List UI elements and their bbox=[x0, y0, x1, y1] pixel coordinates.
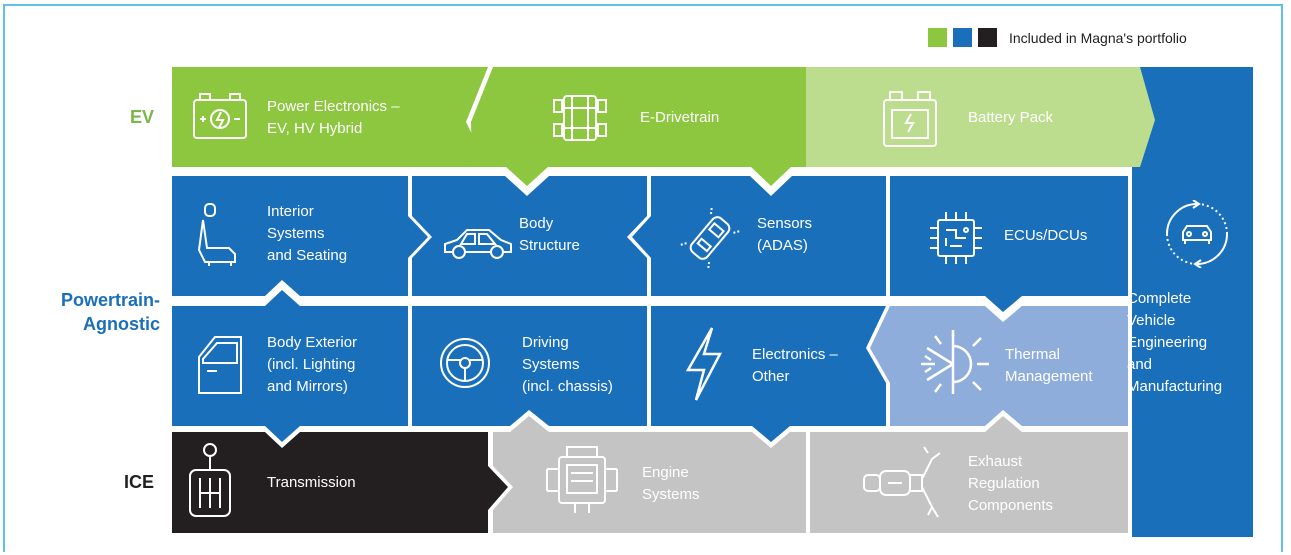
label-line: Systems bbox=[642, 486, 700, 503]
label-battery-pack: Battery Pack bbox=[968, 109, 1054, 126]
tile-electronics-other bbox=[651, 306, 886, 442]
label-line: Manufacturing bbox=[1127, 378, 1223, 395]
label-line: Driving bbox=[522, 334, 569, 351]
arrow-tip bbox=[505, 166, 549, 186]
chassis-icon bbox=[553, 95, 607, 141]
legend-swatch-black bbox=[978, 28, 997, 47]
engine-icon bbox=[546, 446, 618, 513]
row-label-agnostic-line1: Powertrain- bbox=[60, 290, 160, 310]
legend-swatch-blue bbox=[953, 28, 972, 47]
label-ecus: ECUs/DCUs bbox=[1004, 227, 1088, 244]
tile-complete-vehicle bbox=[1132, 67, 1253, 537]
tile-interior bbox=[172, 176, 428, 296]
tile-exhaust bbox=[810, 416, 1128, 533]
label-line: Interior bbox=[267, 203, 314, 220]
label-line: (incl. chassis) bbox=[522, 378, 613, 395]
legend-swatch-green bbox=[928, 28, 947, 47]
exhaust-icon bbox=[863, 446, 941, 518]
label-line: (incl. Lighting bbox=[267, 356, 356, 373]
label-sensors: Sensors (ADAS) bbox=[757, 213, 812, 257]
label-line: Engineering bbox=[1127, 334, 1208, 351]
label-power-electronics: Power Electronics – EV, HV Hybrid bbox=[267, 96, 400, 140]
tile-sensors bbox=[632, 176, 886, 296]
label-line: Engine bbox=[642, 464, 689, 481]
legend-text: Included in Magna's portfolio bbox=[1009, 29, 1187, 46]
label-electronics-other: Electronics – Other bbox=[752, 344, 838, 388]
arrow-tip bbox=[750, 166, 792, 186]
battery-icon bbox=[883, 91, 937, 147]
label-line: Components bbox=[968, 497, 1054, 514]
label-transmission: Transmission bbox=[267, 474, 356, 491]
tile-e-drivetrain bbox=[471, 67, 806, 167]
battery-charge-icon bbox=[193, 93, 247, 139]
label-line: Exhaust bbox=[968, 453, 1023, 470]
row-label-agnostic: Powertrain- Agnostic bbox=[20, 288, 160, 336]
door-icon bbox=[198, 336, 242, 394]
label-body-exterior: Body Exterior (incl. Lighting and Mirrors) bbox=[267, 332, 357, 398]
label-line: Systems bbox=[267, 225, 325, 242]
row-label-ice: ICE bbox=[123, 472, 154, 492]
label-line: Electronics – bbox=[752, 346, 838, 363]
tile-transmission bbox=[172, 432, 508, 533]
label-line: Systems bbox=[522, 356, 580, 373]
tile-thermal bbox=[870, 306, 1128, 426]
legend: Included in Magna's portfolio bbox=[928, 28, 1187, 47]
row-label-agnostic-line2: Agnostic bbox=[82, 314, 160, 334]
label-line: Complete bbox=[1127, 290, 1192, 307]
label-line: Body bbox=[519, 215, 554, 232]
label-line: Sensors bbox=[757, 215, 813, 232]
tile-ecus bbox=[890, 176, 1128, 312]
gear-shift-icon bbox=[189, 443, 231, 517]
label-line: and Seating bbox=[267, 247, 348, 264]
car-cycle-icon bbox=[1166, 200, 1228, 268]
label-line: and bbox=[1127, 356, 1153, 373]
steering-wheel-icon bbox=[440, 338, 490, 388]
label-line: Thermal bbox=[1005, 346, 1061, 363]
seat-icon bbox=[197, 203, 236, 266]
label-line: Other bbox=[752, 368, 790, 385]
label-line: EV, HV Hybrid bbox=[267, 120, 363, 137]
label-complete-vehicle: Complete Vehicle Engineering and Manufac… bbox=[1127, 288, 1257, 398]
label-line: Vehicle bbox=[1127, 312, 1176, 329]
label-line: Regulation bbox=[968, 475, 1040, 492]
diagram-frame bbox=[3, 4, 1283, 552]
tile-body-structure bbox=[412, 176, 647, 296]
label-line: Power Electronics – bbox=[267, 98, 400, 115]
label-line: and Mirrors) bbox=[267, 378, 348, 395]
label-line: Structure bbox=[519, 237, 580, 254]
car-body-icon bbox=[444, 229, 512, 259]
tile-power-electronics bbox=[172, 67, 488, 167]
tile-body-exterior bbox=[172, 290, 408, 442]
arrow-tip bbox=[1128, 67, 1155, 167]
lightning-icon bbox=[685, 327, 723, 401]
sun-snowflake-icon bbox=[921, 330, 989, 394]
chip-icon bbox=[930, 212, 982, 264]
sensor-car-icon bbox=[680, 208, 740, 268]
label-line: (ADAS) bbox=[757, 237, 808, 254]
tile-driving-systems bbox=[412, 306, 647, 426]
label-line: Body Exterior bbox=[267, 334, 358, 351]
arrow-tip bbox=[806, 67, 845, 167]
label-e-drivetrain: E-Drivetrain bbox=[640, 109, 720, 126]
row-label-ev: EV bbox=[129, 107, 154, 127]
label-line: Management bbox=[1005, 368, 1093, 385]
